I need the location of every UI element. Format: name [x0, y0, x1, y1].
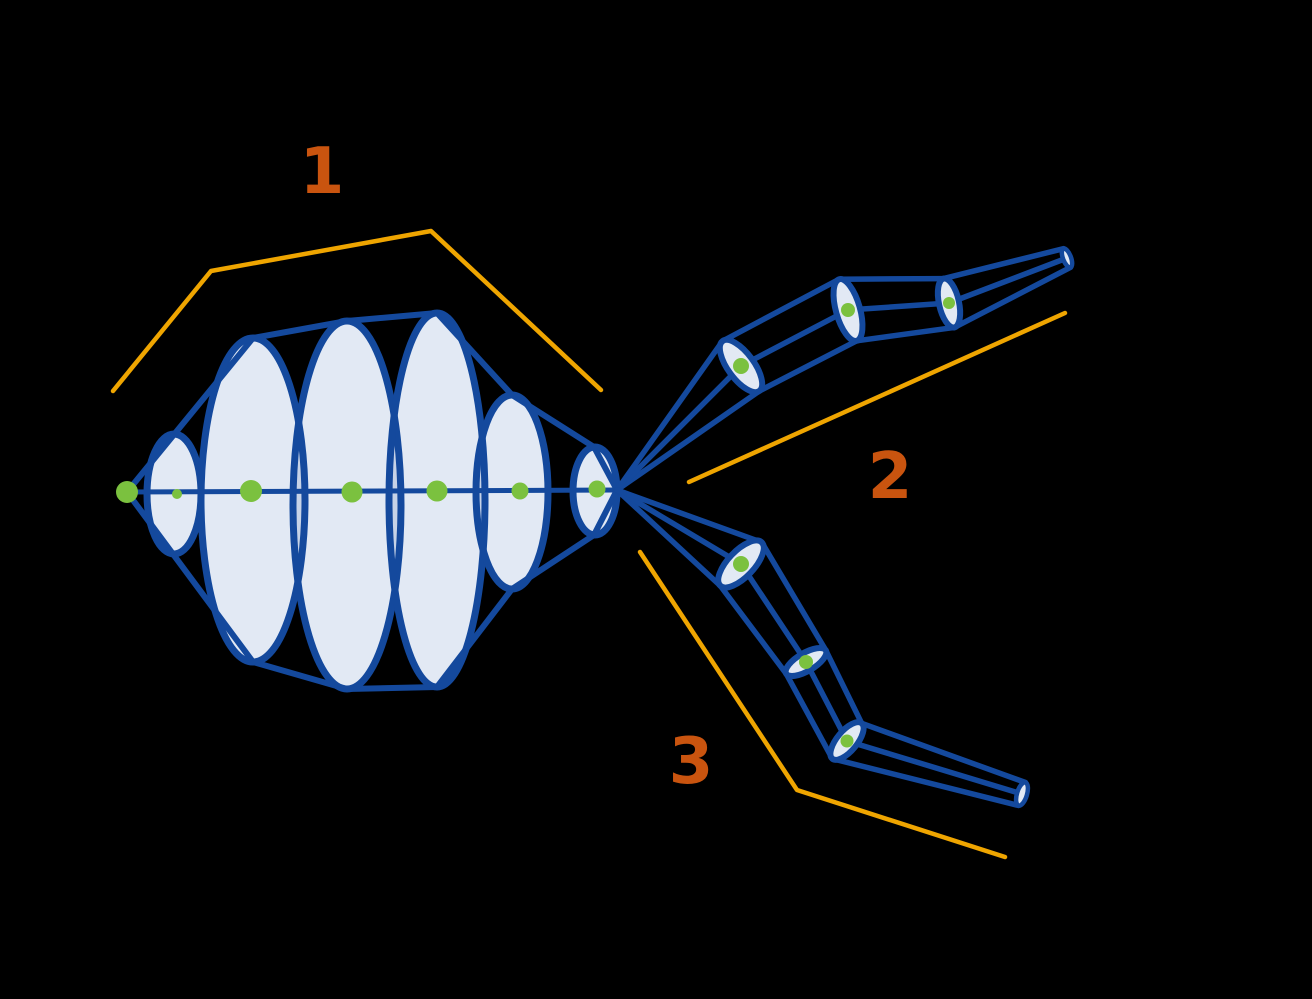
bracket-2	[686, 310, 1068, 485]
appendage-2	[614, 245, 1075, 493]
bracket-3	[637, 549, 1008, 860]
label-region-2: 2	[867, 440, 913, 514]
bracket-1	[110, 228, 604, 394]
label-region-3: 3	[668, 725, 714, 799]
appendage-3	[614, 487, 1031, 809]
segment-center-dots	[116, 480, 606, 503]
body-region	[124, 309, 621, 693]
label-region-1: 1	[299, 135, 345, 209]
